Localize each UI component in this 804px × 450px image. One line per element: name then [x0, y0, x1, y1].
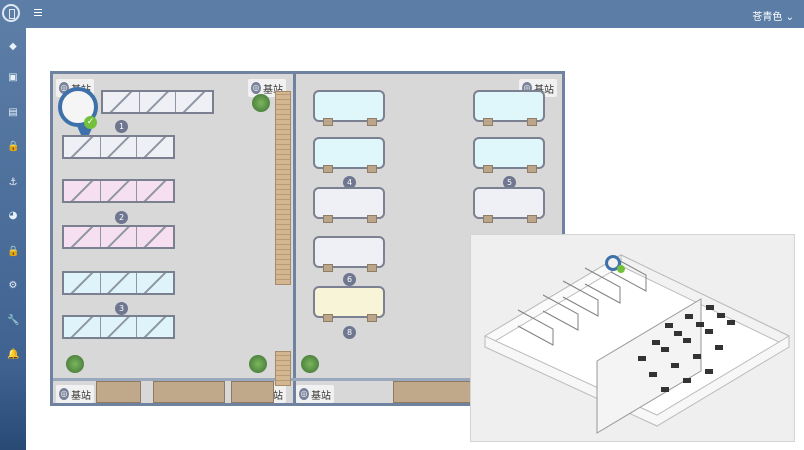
storage-box: [96, 381, 141, 403]
workstation[interactable]: [313, 286, 385, 322]
wrench-icon[interactable]: 🔧: [7, 315, 20, 326]
plant-icon: [249, 355, 267, 373]
anchor-icon[interactable]: ⚓: [8, 177, 18, 188]
workstation[interactable]: [473, 187, 545, 223]
chart-icon[interactable]: ◕: [8, 210, 18, 221]
cube-icon[interactable]: ▣: [8, 72, 18, 83]
map-icon[interactable]: ▤: [8, 107, 18, 118]
logo-icon[interactable]: [2, 4, 20, 22]
area-number: 1: [115, 120, 128, 133]
station-icon: ◎: [299, 388, 309, 400]
hamburger-icon[interactable]: [34, 9, 42, 16]
plant-icon: [66, 355, 84, 373]
chevron-down-icon: ⌄: [785, 12, 794, 23]
worker-location-marker[interactable]: [58, 87, 98, 144]
3d-warehouse-view[interactable]: [470, 234, 795, 442]
workstation[interactable]: [313, 137, 385, 173]
shelf-rack[interactable]: [101, 90, 214, 114]
station-label: 基站: [534, 84, 554, 96]
storage-box: [153, 381, 225, 403]
gear-icon[interactable]: ⚙: [8, 280, 18, 291]
workstation[interactable]: [313, 90, 385, 126]
top-bar: 苍青色 ⌄: [0, 0, 804, 28]
station-label: 基站: [311, 390, 331, 402]
area-number: 6: [343, 273, 356, 286]
plant-icon: [301, 355, 319, 373]
base-station[interactable]: ◎基站: [56, 385, 94, 403]
area-number: 3: [115, 302, 128, 315]
lock-icon[interactable]: 🔒: [7, 141, 20, 152]
lock-icon[interactable]: 🔒: [7, 246, 20, 257]
floor-line: [53, 378, 562, 381]
theme-selector[interactable]: 苍青色 ⌄: [752, 8, 794, 23]
workstation[interactable]: [473, 137, 545, 173]
area-number: 2: [115, 211, 128, 224]
plant-icon: [252, 94, 270, 112]
shelf-rack[interactable]: [62, 179, 175, 203]
sidebar: ◆ ▣ ▤ 🔒 ⚓ ◕ 🔒 ⚙ 🔧 🔔: [0, 28, 26, 450]
station-icon: ◎: [251, 82, 261, 94]
station-label: 基站: [263, 84, 283, 96]
shelf-rack[interactable]: [62, 135, 175, 159]
station-icon: ◎: [522, 82, 532, 94]
conveyor-belt: [275, 351, 291, 386]
workstation[interactable]: [313, 236, 385, 272]
workstation[interactable]: [473, 90, 545, 126]
area-number: 4: [343, 176, 356, 189]
base-station[interactable]: ◎基站: [296, 385, 334, 403]
isometric-warehouse: [483, 254, 790, 434]
shelf-rack[interactable]: [62, 315, 175, 339]
check-icon: ✓: [84, 116, 97, 129]
workstation[interactable]: [313, 187, 385, 223]
shelf-rack[interactable]: [62, 225, 175, 249]
bell-icon[interactable]: 🔔: [7, 349, 20, 360]
diamond-icon[interactable]: ◆: [9, 41, 17, 52]
divider-wall: [293, 74, 296, 403]
area-number: 8: [343, 326, 356, 339]
storage-box: [231, 381, 274, 403]
station-label: 基站: [71, 390, 91, 402]
conveyor-belt: [275, 91, 291, 285]
station-icon: ◎: [59, 82, 69, 94]
theme-label: 苍青色: [752, 12, 783, 23]
station-icon: ◎: [59, 388, 69, 400]
shelf-rack[interactable]: [62, 271, 175, 295]
area-number: 5: [503, 176, 516, 189]
